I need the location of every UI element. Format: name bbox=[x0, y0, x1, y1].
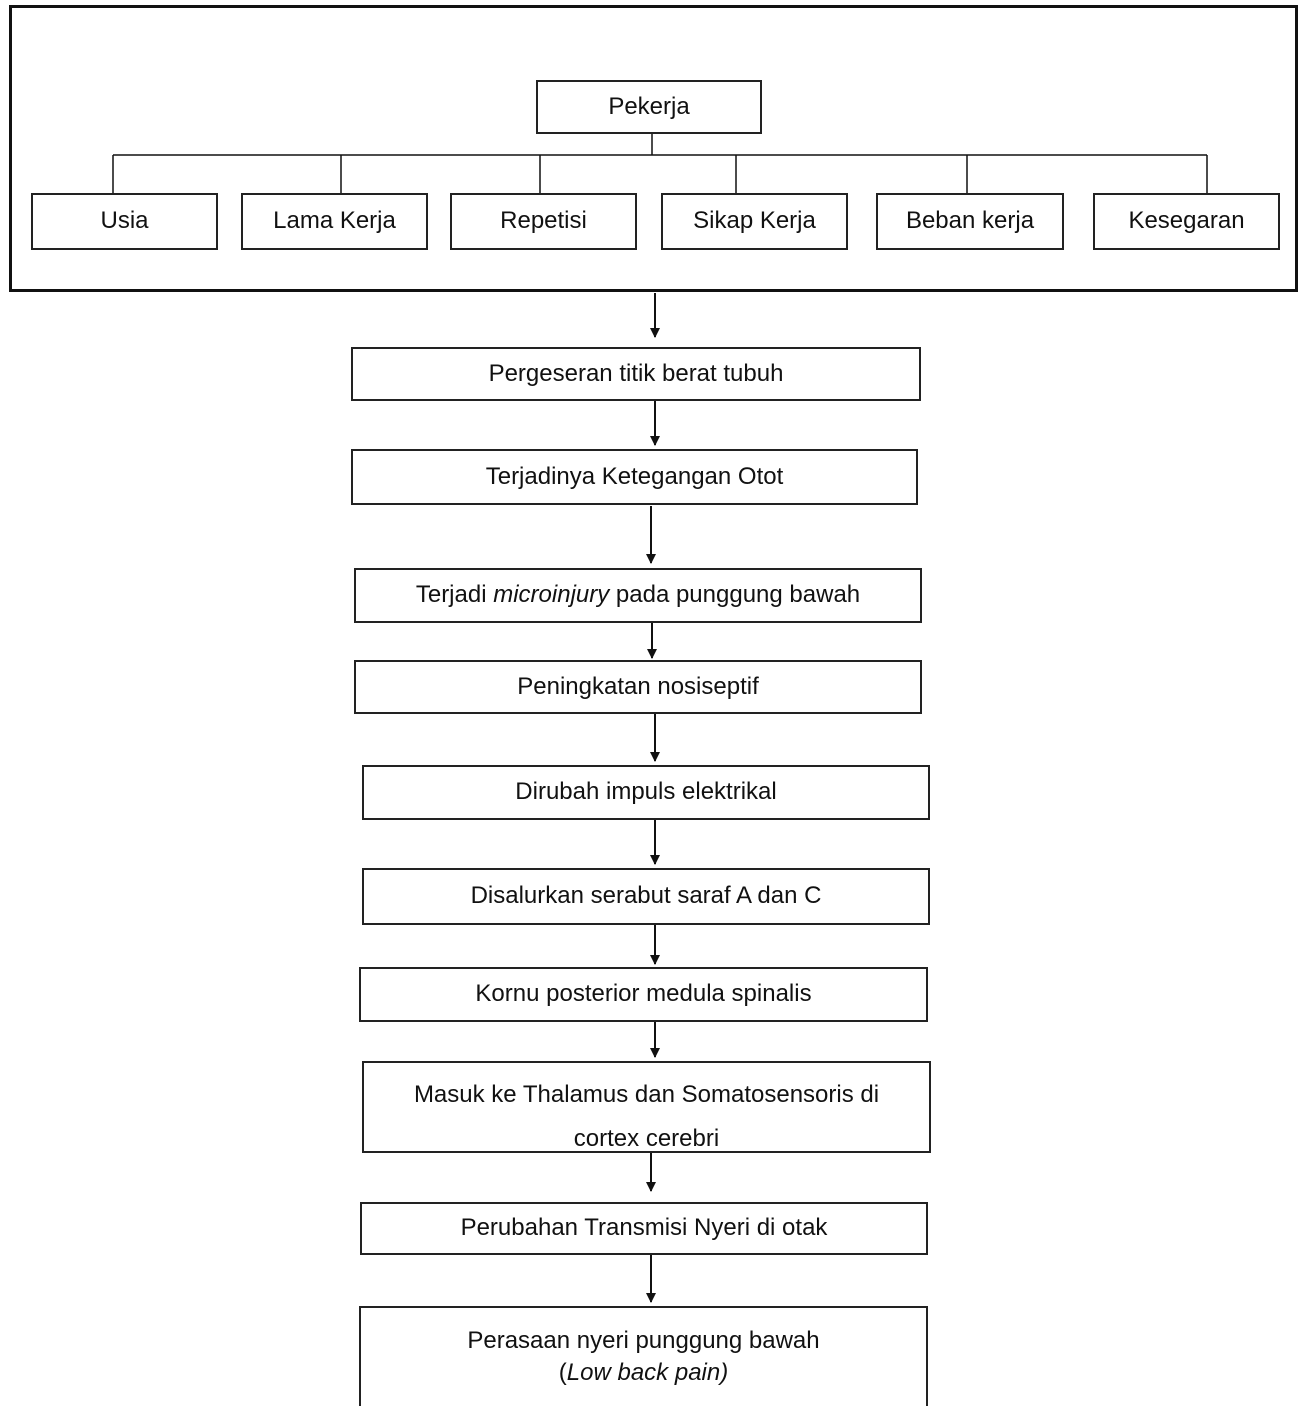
final-line-2-em: Low back pain) bbox=[566, 1359, 729, 1386]
step-8: Masuk ke Thalamus dan Somatosensoris di … bbox=[362, 1061, 931, 1153]
final-line-1: Perasaan nyeri punggung bawah bbox=[467, 1326, 820, 1354]
step-1: Pergeseran titik berat tubuh bbox=[351, 347, 921, 401]
factor-sikap-kerja: Sikap Kerja bbox=[661, 193, 848, 250]
step-label: Dirubah impuls elektrikal bbox=[515, 778, 777, 806]
step-label: Kornu posterior medula spinalis bbox=[475, 980, 812, 1008]
final-line-2-open: ( bbox=[558, 1359, 567, 1386]
step-label: Pergeseran titik berat tubuh bbox=[488, 359, 784, 387]
step-4: Peningkatan nosiseptif bbox=[354, 660, 922, 714]
factor-label: Usia bbox=[100, 207, 149, 235]
step-label: Disalurkan serabut saraf A dan C bbox=[470, 882, 822, 910]
step-2: Terjadinya Ketegangan Otot bbox=[351, 449, 918, 505]
step-label: Terjadi microinjury pada punggung bawah bbox=[416, 579, 860, 611]
factor-usia: Usia bbox=[31, 193, 218, 250]
factor-repetisi: Repetisi bbox=[450, 193, 637, 250]
step-6: Disalurkan serabut saraf A dan C bbox=[362, 868, 930, 925]
step-label: Peningkatan nosiseptif bbox=[517, 672, 759, 700]
factor-kesegaran: Kesegaran bbox=[1093, 193, 1280, 250]
factor-label: Repetisi bbox=[500, 207, 587, 235]
step-label: Masuk ke Thalamus dan Somatosensoris di … bbox=[413, 1081, 880, 1152]
factor-label: Beban kerja bbox=[905, 207, 1035, 235]
factor-label: Kesegaran bbox=[1128, 207, 1245, 235]
factors-frame bbox=[9, 5, 1298, 292]
step-9: Perubahan Transmisi Nyeri di otak bbox=[360, 1202, 928, 1255]
factor-lama-kerja: Lama Kerja bbox=[241, 193, 428, 250]
step-7: Kornu posterior medula spinalis bbox=[359, 967, 928, 1022]
step-5: Dirubah impuls elektrikal bbox=[362, 765, 930, 820]
node-pekerja: Pekerja bbox=[536, 80, 762, 134]
step-text-post: pada punggung bawah bbox=[609, 581, 861, 609]
factor-label: Sikap Kerja bbox=[693, 207, 816, 235]
final-line-2: (Low back pain) bbox=[559, 1357, 728, 1389]
step-label: Terjadinya Ketegangan Otot bbox=[485, 462, 784, 490]
step-label: Perubahan Transmisi Nyeri di otak bbox=[460, 1214, 828, 1242]
final-node: Perasaan nyeri punggung bawah (Low back … bbox=[359, 1306, 928, 1406]
step-text-em: microinjury bbox=[493, 581, 610, 609]
factor-beban-kerja: Beban kerja bbox=[876, 193, 1064, 250]
node-pekerja-label: Pekerja bbox=[608, 92, 690, 120]
factor-label: Lama Kerja bbox=[273, 207, 396, 235]
step-text-pre: Terjadi bbox=[415, 581, 494, 609]
step-3: Terjadi microinjury pada punggung bawah bbox=[354, 568, 922, 623]
